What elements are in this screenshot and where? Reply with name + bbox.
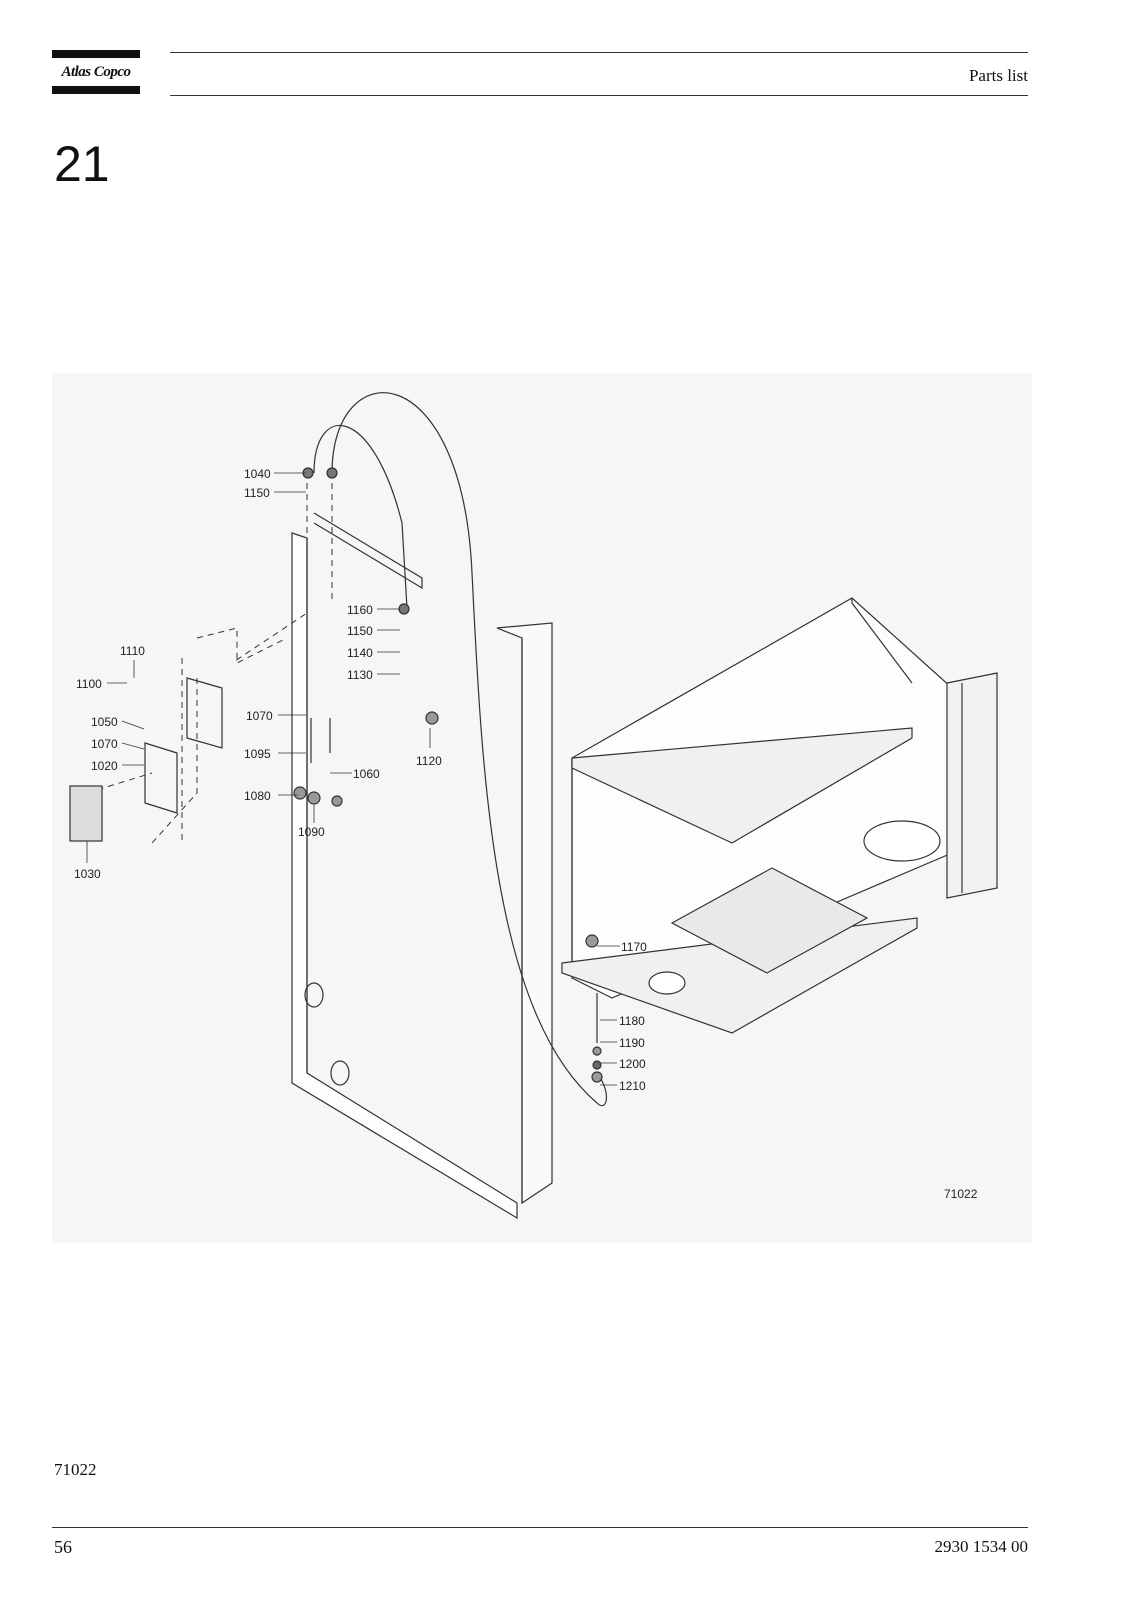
callout-1020: 1020 xyxy=(91,759,118,773)
callout-1040: 1040 xyxy=(244,467,271,481)
drawing-code: 71022 xyxy=(944,1187,978,1201)
callout-1060: 1060 xyxy=(353,767,380,781)
callout-1180: 1180 xyxy=(619,1014,645,1028)
callout-1190: 1190 xyxy=(619,1036,645,1050)
logo-bar-bottom xyxy=(52,86,140,94)
callout-1095: 1095 xyxy=(244,747,271,761)
callout-1100: 1100 xyxy=(76,677,102,691)
page-number: 56 xyxy=(54,1537,72,1557)
header-rule-top xyxy=(170,52,1028,53)
callout-1130: 1130 xyxy=(347,668,373,682)
callout-1120: 1120 xyxy=(416,754,442,768)
callout-1160: 1160 xyxy=(347,603,373,617)
exploded-view-figure: 1040 1150 1160 1150 1140 1130 1110 1100 … xyxy=(52,373,1032,1243)
callout-1200: 1200 xyxy=(619,1057,646,1071)
callout-1090: 1090 xyxy=(298,825,325,839)
callout-1070-left: 1070 xyxy=(91,737,118,751)
document-number: 2930 1534 00 xyxy=(934,1537,1029,1556)
callout-1050: 1050 xyxy=(91,715,118,729)
callout-1140: 1140 xyxy=(347,646,373,660)
atlas-copco-logo: Atlas Copco xyxy=(52,50,140,94)
callout-1150-lower: 1150 xyxy=(347,624,373,638)
header-title: Parts list xyxy=(968,66,1028,85)
callout-1210: 1210 xyxy=(619,1079,646,1093)
callout-1080: 1080 xyxy=(244,789,271,803)
section-number: 21 xyxy=(54,136,110,192)
callout-1110: 1110 xyxy=(120,644,145,658)
callout-1150-upper: 1150 xyxy=(244,486,270,500)
logo-wordmark: Atlas Copco xyxy=(61,64,131,80)
logo-bar-top xyxy=(52,50,140,58)
header-rule-bottom xyxy=(170,95,1028,96)
callout-1070-right: 1070 xyxy=(246,709,273,723)
figure-code: 71022 xyxy=(54,1460,97,1479)
callout-1030: 1030 xyxy=(74,867,101,881)
exploded-view-drawing: 1040 1150 1160 1150 1140 1130 1110 1100 … xyxy=(69,392,998,1220)
footer-rule xyxy=(52,1527,1028,1528)
callout-1170: 1170 xyxy=(621,940,647,954)
